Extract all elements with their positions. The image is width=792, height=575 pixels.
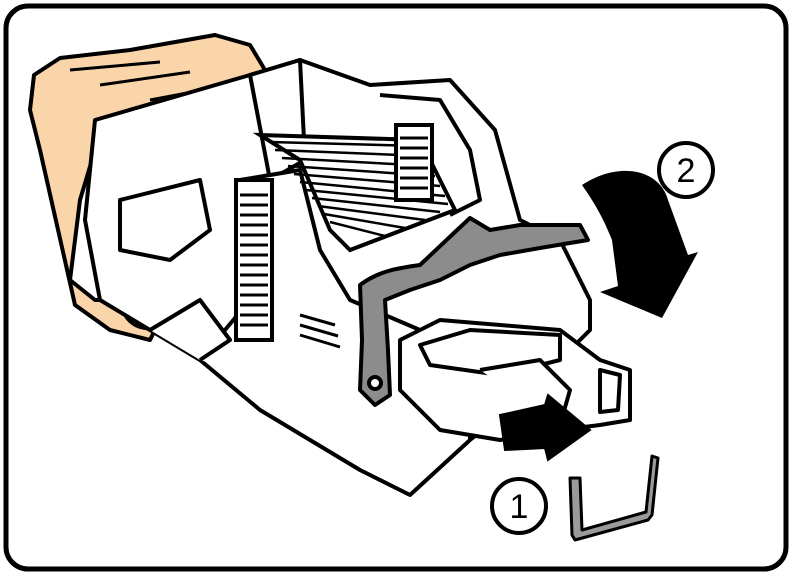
step-number-2: 2: [677, 152, 696, 190]
pull-out-arrow: [498, 393, 592, 462]
rotate-lever-arrow: [582, 170, 698, 318]
empty-staple: [568, 454, 660, 542]
release-lever: [358, 216, 590, 407]
body-vent-lines: [299, 313, 341, 349]
step-number-1: 1: [510, 488, 529, 526]
rib-column-left: [234, 178, 274, 342]
step-marker-1: 1: [490, 477, 548, 535]
step-marker-2: 2: [657, 141, 715, 199]
rib-column-right: [394, 123, 434, 202]
staple-head-housing: [398, 318, 632, 442]
